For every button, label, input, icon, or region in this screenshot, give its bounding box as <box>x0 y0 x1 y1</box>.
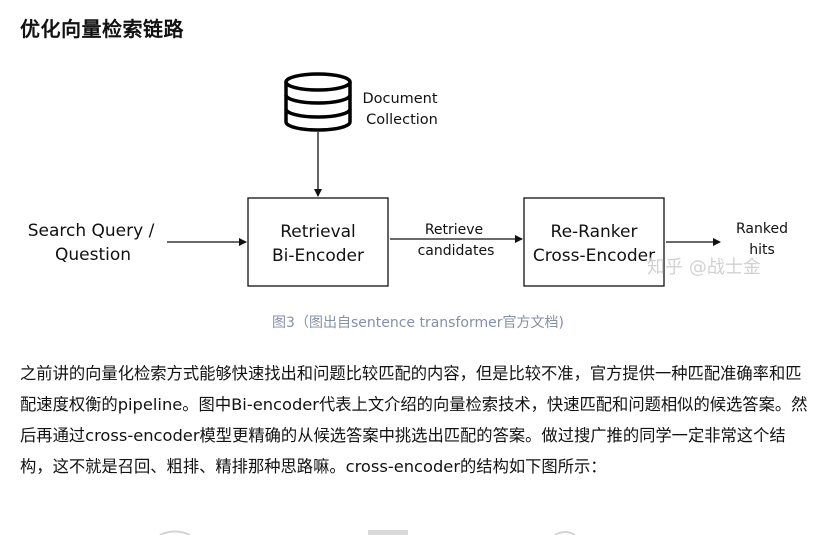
document-collection-label-2: Collection <box>366 112 438 128</box>
hits-label: hits <box>749 242 775 258</box>
page-title: 优化向量检索链路 <box>20 17 184 41</box>
retrieve-label: Retrieve <box>425 222 483 238</box>
database-icon <box>284 72 352 132</box>
next-figure-fragment <box>159 530 576 535</box>
retrieval-label: Retrieval <box>280 222 356 242</box>
pipeline-diagram: Document Collection Search Query / Quest… <box>28 72 788 287</box>
retrieval-box <box>247 197 389 287</box>
search-query-label-2: Question <box>55 245 131 265</box>
document-collection-label-1: Document <box>362 91 437 107</box>
search-query-label-1: Search Query / <box>28 221 155 241</box>
reranker-label: Re-Ranker <box>551 222 638 242</box>
figure-caption: 图3（图出自sentence transformer官方文档) <box>272 315 564 331</box>
candidates-label: candidates <box>418 243 495 259</box>
article-paragraph: 之前讲的向量化检索方式能够快速找出和问题比较匹配的内容，但是比较不准，官方提供一… <box>20 364 808 476</box>
reranker-box <box>523 197 665 287</box>
ranked-label: Ranked <box>736 221 788 237</box>
bi-encoder-label: Bi-Encoder <box>272 246 364 266</box>
zhihu-watermark: 知乎 @战士金 <box>647 257 761 278</box>
cross-encoder-label: Cross-Encoder <box>533 246 655 266</box>
